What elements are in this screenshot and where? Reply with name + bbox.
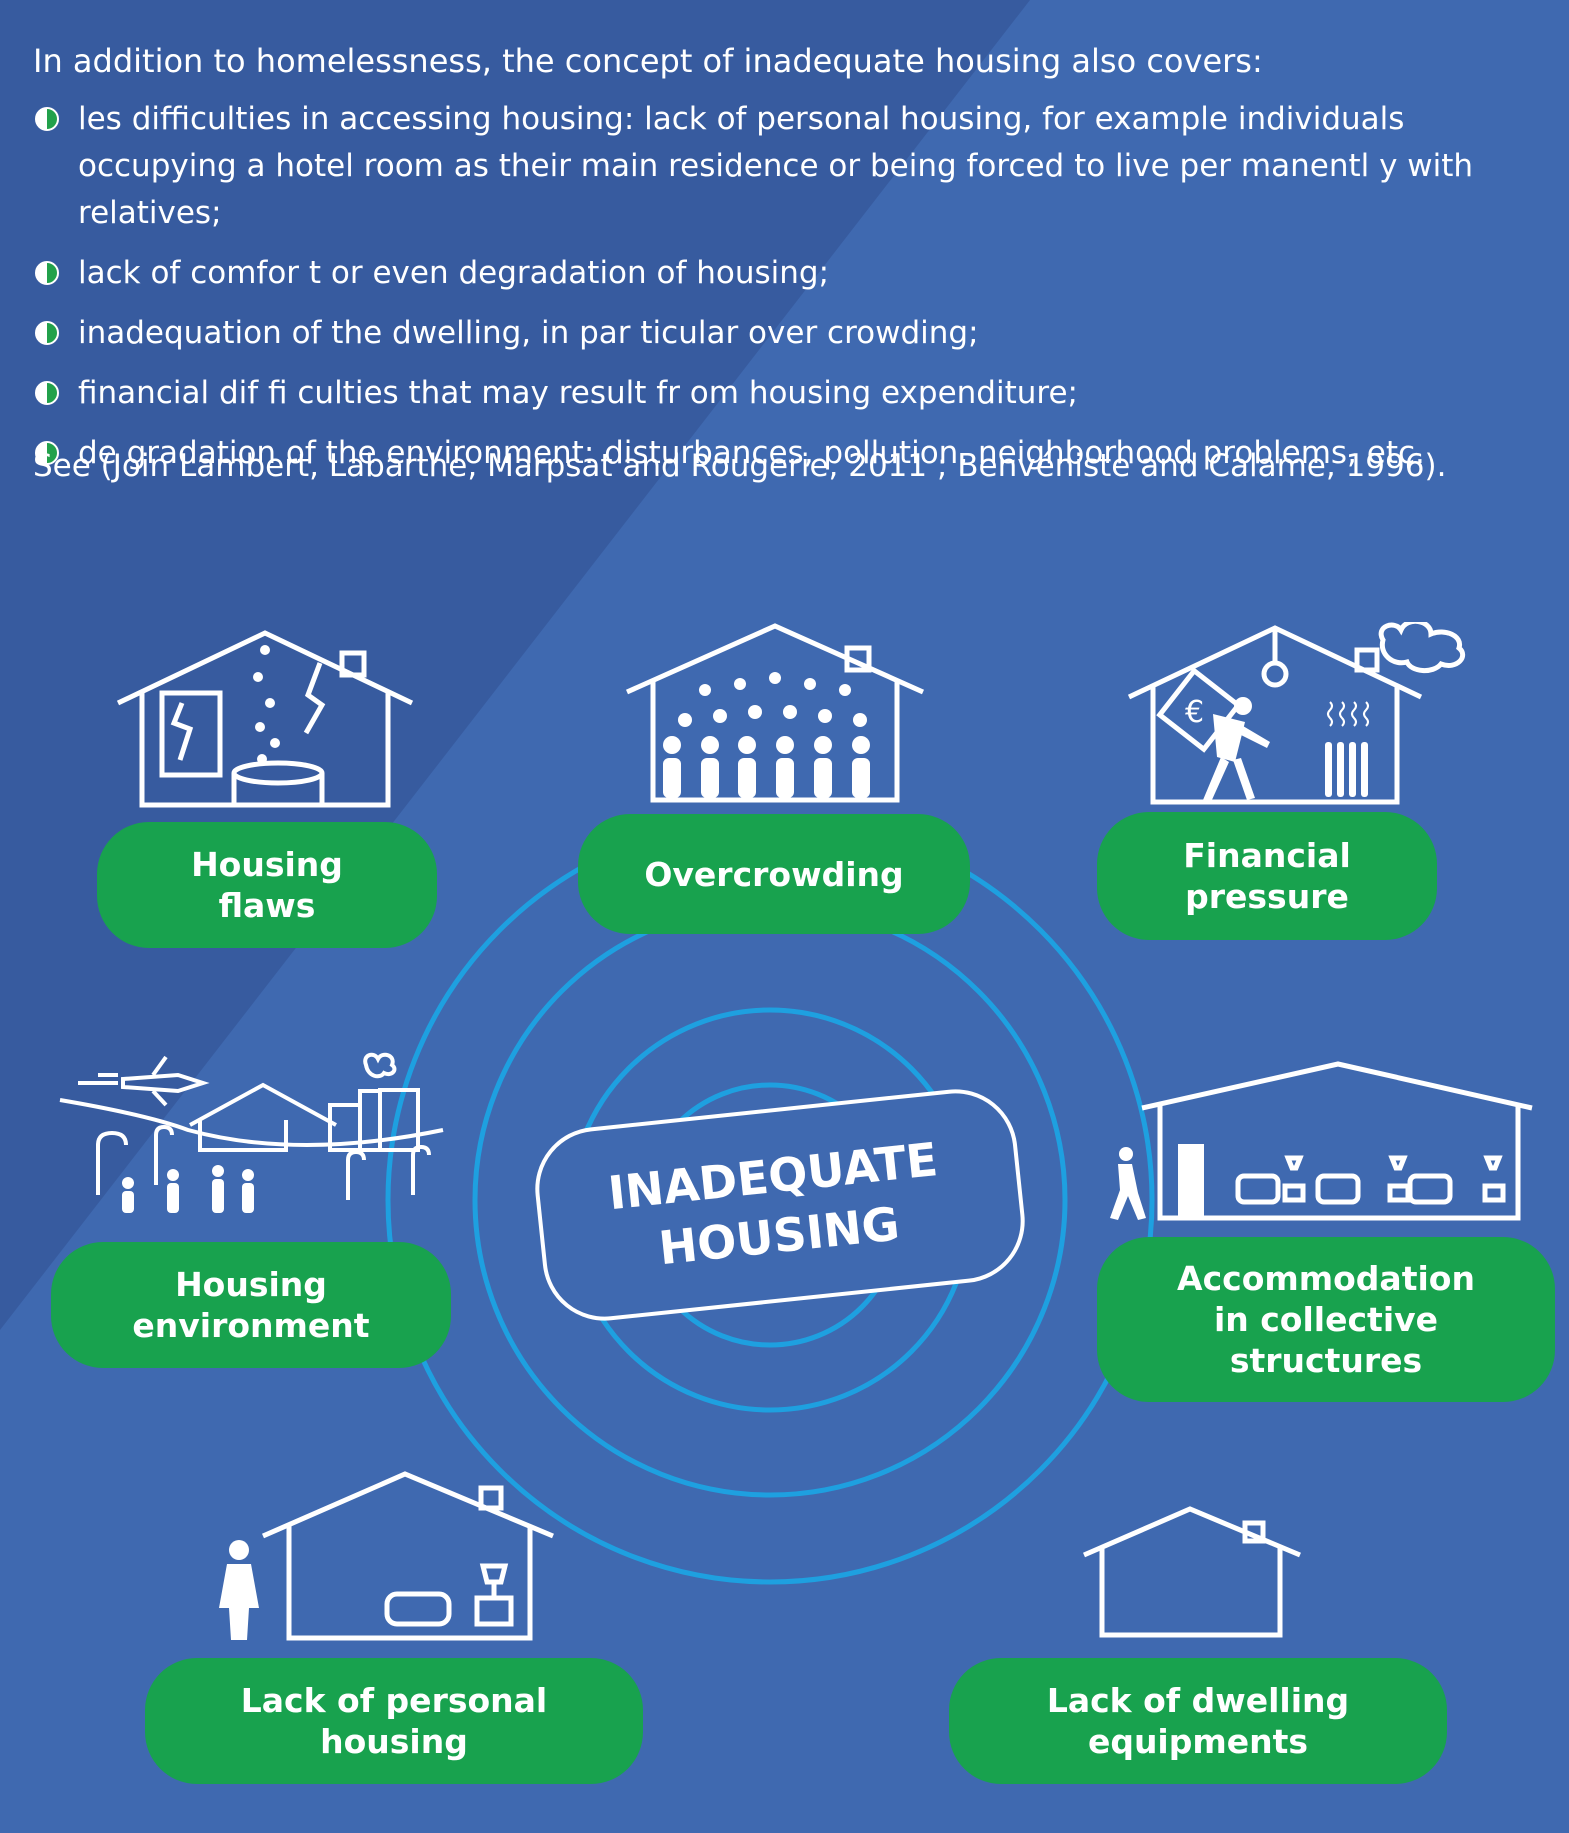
bullet-icon bbox=[35, 321, 59, 345]
person-outside-house-icon bbox=[219, 1471, 554, 1641]
bullet-icon bbox=[35, 261, 59, 285]
category-overcrowding: Overcrowding bbox=[578, 814, 970, 934]
intro-text: In addition to homelessness, the concept… bbox=[33, 42, 1263, 80]
category-housing-environment: Housing environment bbox=[51, 1242, 451, 1368]
bullet-icon bbox=[35, 381, 59, 405]
category-housing-flaws: Housing flaws bbox=[97, 822, 437, 948]
bullet-icon bbox=[35, 441, 59, 465]
category-collective-structures: Accommodation in collective structures bbox=[1097, 1237, 1555, 1402]
criteria-list: les difficulties in accessing housing: l… bbox=[33, 96, 1558, 490]
source-citation: See (Join Lambert, Labarthe, Marpsat and… bbox=[33, 448, 1447, 484]
bullet-icon bbox=[35, 107, 59, 131]
list-item: de gradation of the environment: disturb… bbox=[33, 430, 1558, 477]
category-financial-pressure: Financial pressure bbox=[1097, 812, 1437, 940]
list-item: lack of comfor t or even degradation of … bbox=[33, 250, 1558, 297]
empty-house-icon bbox=[1083, 1506, 1301, 1638]
person-carrying-euro-icon: € bbox=[1127, 622, 1466, 805]
list-item: financial dif fi culties that may result… bbox=[33, 370, 1558, 417]
list-item: les difficulties in accessing housing: l… bbox=[33, 96, 1558, 237]
dormitory-icon bbox=[1110, 1061, 1533, 1221]
list-item: inadequation of the dwelling, in par tic… bbox=[33, 310, 1558, 357]
neighborhood-pollution-icon bbox=[59, 1052, 444, 1213]
category-lack-equipments: Lack of dwelling equipments bbox=[949, 1658, 1447, 1784]
category-lack-personal-housing: Lack of personal housing bbox=[145, 1658, 643, 1784]
svg-text:€: € bbox=[1185, 695, 1204, 730]
house-with-leaks-icon bbox=[116, 630, 414, 808]
crowded-house-icon bbox=[625, 623, 925, 803]
